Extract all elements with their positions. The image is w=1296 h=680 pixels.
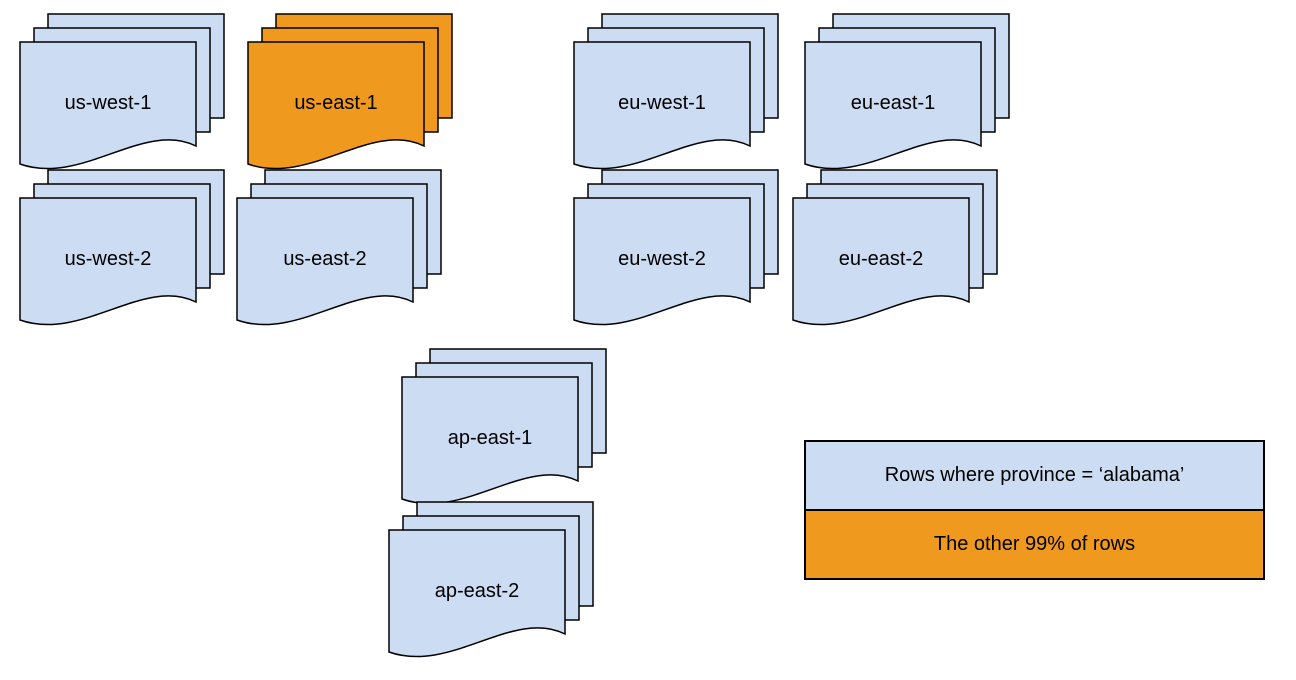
front-page: [573, 197, 751, 326]
document-stack-eu-east-2: eu-east-2: [792, 169, 998, 331]
stack-label: us-west-2: [65, 248, 152, 270]
legend-item-label: The other 99% of rows: [933, 533, 1136, 555]
front-page: [573, 41, 751, 170]
stack-label: eu-east-2: [839, 248, 924, 270]
document-stack-us-west-1: us-west-1: [19, 13, 225, 175]
legend-item-alabama-rows: Rows where province = ‘alabama’: [806, 442, 1263, 509]
front-page: [236, 197, 414, 326]
front-page: [792, 197, 970, 326]
stack-label: ap-east-2: [435, 580, 520, 602]
document-stack-eu-west-2: eu-west-2: [573, 169, 779, 331]
front-page: [19, 41, 197, 170]
document-stack-eu-east-1: eu-east-1: [804, 13, 1010, 175]
stack-label: ap-east-1: [448, 427, 533, 449]
front-page: [388, 529, 566, 658]
document-stack-us-east-2: us-east-2: [236, 169, 442, 331]
front-page: [247, 41, 425, 170]
legend-item-other-rows: The other 99% of rows: [806, 509, 1263, 578]
stack-label: us-west-1: [65, 92, 152, 114]
document-stack-ap-east-2: ap-east-2: [388, 501, 594, 663]
document-stack-ap-east-1: ap-east-1: [401, 348, 607, 510]
stack-label: eu-east-1: [851, 92, 936, 114]
legend-item-label: Rows where province = ‘alabama’: [884, 464, 1185, 486]
stack-label: us-east-1: [294, 92, 377, 114]
front-page: [804, 41, 982, 170]
front-page: [19, 197, 197, 326]
document-stack-us-east-1: us-east-1: [247, 13, 453, 175]
stack-label: us-east-2: [283, 248, 366, 270]
document-stack-eu-west-1: eu-west-1: [573, 13, 779, 175]
stack-label: eu-west-1: [618, 92, 706, 114]
legend: Rows where province = ‘alabama’ The other…: [804, 440, 1265, 580]
stack-label: eu-west-2: [618, 248, 706, 270]
document-stack-us-west-2: us-west-2: [19, 169, 225, 331]
